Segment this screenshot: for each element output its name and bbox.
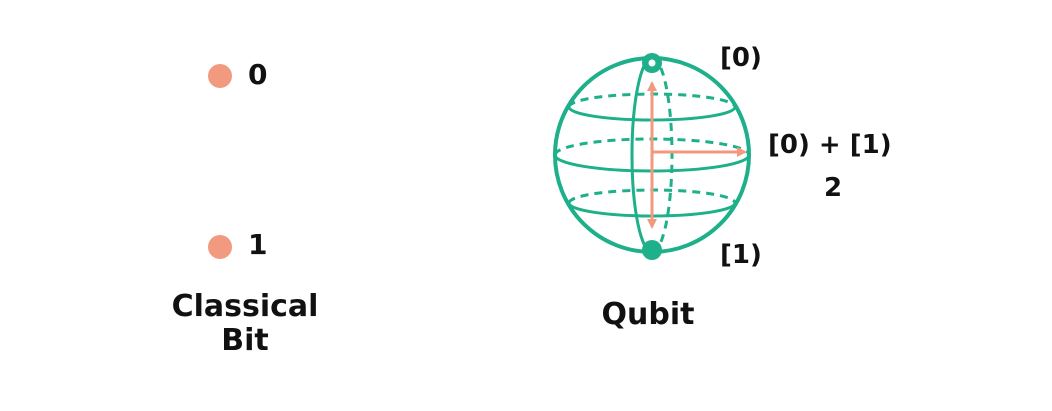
state-zero-dot xyxy=(208,64,232,88)
sphere-meridian xyxy=(630,56,674,254)
ket-one-label: [1) xyxy=(720,240,762,270)
classical-bit-caption: Classical Bit xyxy=(150,290,340,358)
state-arrows xyxy=(647,81,747,229)
classical-caption-line1: Classical xyxy=(171,289,319,324)
qubit-caption: Qubit xyxy=(601,297,695,332)
state-one-dot xyxy=(208,235,232,259)
state-zero-label: 0 xyxy=(248,58,268,91)
superposition-numerator: [0) + [1) xyxy=(768,130,892,160)
south-pole-point xyxy=(642,240,662,260)
superposition-denominator: 2 xyxy=(824,173,843,203)
ket-zero-label: [0) xyxy=(720,43,762,73)
classical-caption-line2: Bit xyxy=(221,323,269,358)
state-one-label: 1 xyxy=(248,228,268,261)
